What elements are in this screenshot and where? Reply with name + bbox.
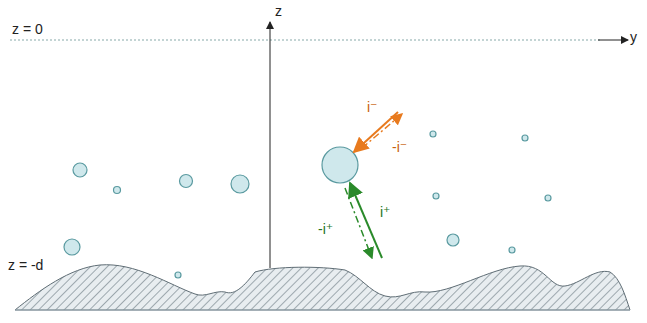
axis-label: z	[275, 4, 282, 18]
axis-label: -i⁺	[318, 222, 333, 236]
axis-label: z = -d	[8, 258, 43, 272]
y-axis	[598, 40, 628, 41]
z-axis	[270, 22, 271, 268]
surface-line	[10, 39, 600, 40]
sea-bed	[15, 265, 630, 310]
axis-label: -i⁻	[392, 140, 407, 154]
incident-up	[350, 183, 382, 258]
axis-label: i⁺	[380, 205, 391, 219]
axis-label: y	[630, 30, 637, 44]
incident-down	[354, 112, 398, 152]
axis-label: z = 0	[12, 22, 43, 36]
axis-label: i⁻	[367, 100, 378, 114]
particles	[64, 131, 551, 278]
scattered-down	[345, 188, 372, 258]
